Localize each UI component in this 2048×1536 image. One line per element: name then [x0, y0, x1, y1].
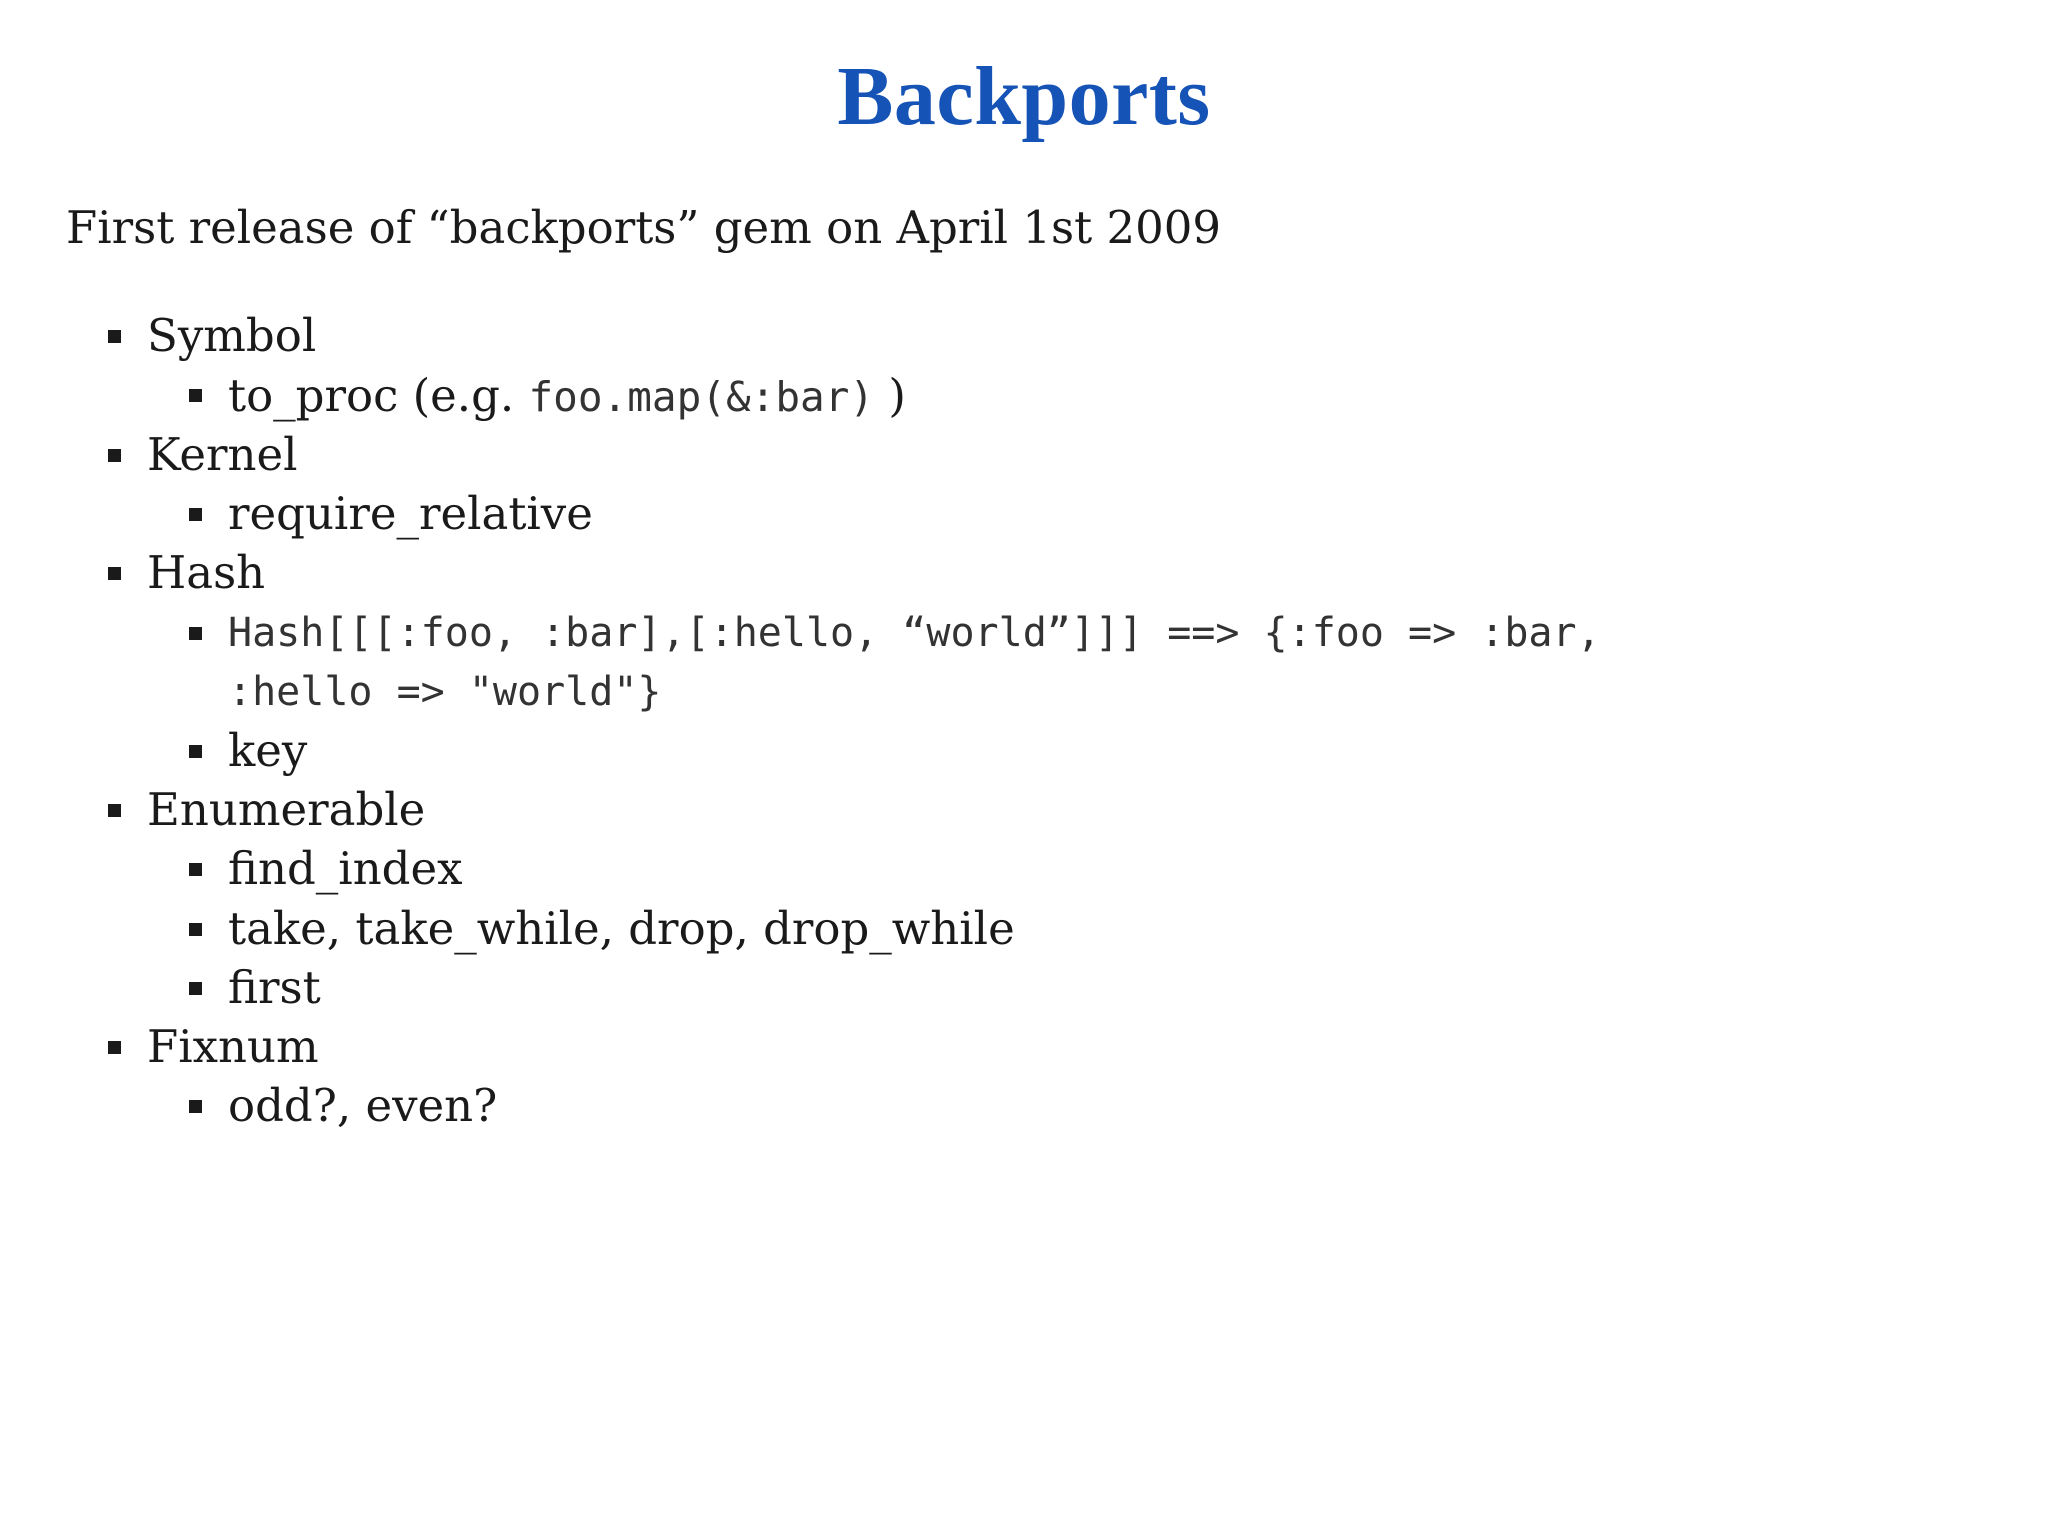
sub-list-item: require_relative: [228, 487, 593, 540]
sub-list-item: find_index: [228, 842, 463, 895]
bullet-icon: [108, 1041, 121, 1054]
bullet-icon: [189, 745, 202, 758]
code-snippet: :hello => "world"}: [228, 669, 662, 715]
bullet-icon: [108, 330, 121, 343]
bullet-icon: [189, 389, 202, 402]
list-item: Hash: [147, 546, 266, 599]
list-item: Symbol: [147, 309, 317, 362]
bullet-icon: [189, 1100, 202, 1113]
list-item: Kernel: [147, 428, 298, 481]
bullet-icon: [108, 567, 121, 580]
list-item: Fixnum: [147, 1020, 319, 1073]
sub-list-item: odd?, even?: [228, 1079, 498, 1132]
sub-list-item: first: [228, 961, 321, 1014]
bullet-icon: [189, 627, 202, 640]
list-item: Enumerable: [147, 783, 426, 836]
slide-title: Backports: [837, 50, 1211, 143]
sub-list-item: key: [228, 724, 308, 777]
intro-text: First release of “backports” gem on Apri…: [66, 201, 1222, 254]
bullet-icon: [189, 508, 202, 521]
item-text: ): [874, 369, 906, 422]
code-snippet: foo.map(&:bar): [528, 373, 875, 421]
bullet-icon: [108, 449, 121, 462]
code-snippet: Hash[[[:foo, :bar],[:hello, “world”]]] =…: [228, 610, 1601, 656]
bullet-icon: [108, 804, 121, 817]
bullet-icon: [189, 982, 202, 995]
sub-list-item: to_proc (e.g. foo.map(&:bar) ): [228, 366, 906, 427]
sub-list-item: take, take_while, drop, drop_while: [228, 902, 1015, 955]
bullet-icon: [189, 923, 202, 936]
item-text: to_proc (e.g.: [228, 369, 529, 422]
bullet-icon: [189, 863, 202, 876]
